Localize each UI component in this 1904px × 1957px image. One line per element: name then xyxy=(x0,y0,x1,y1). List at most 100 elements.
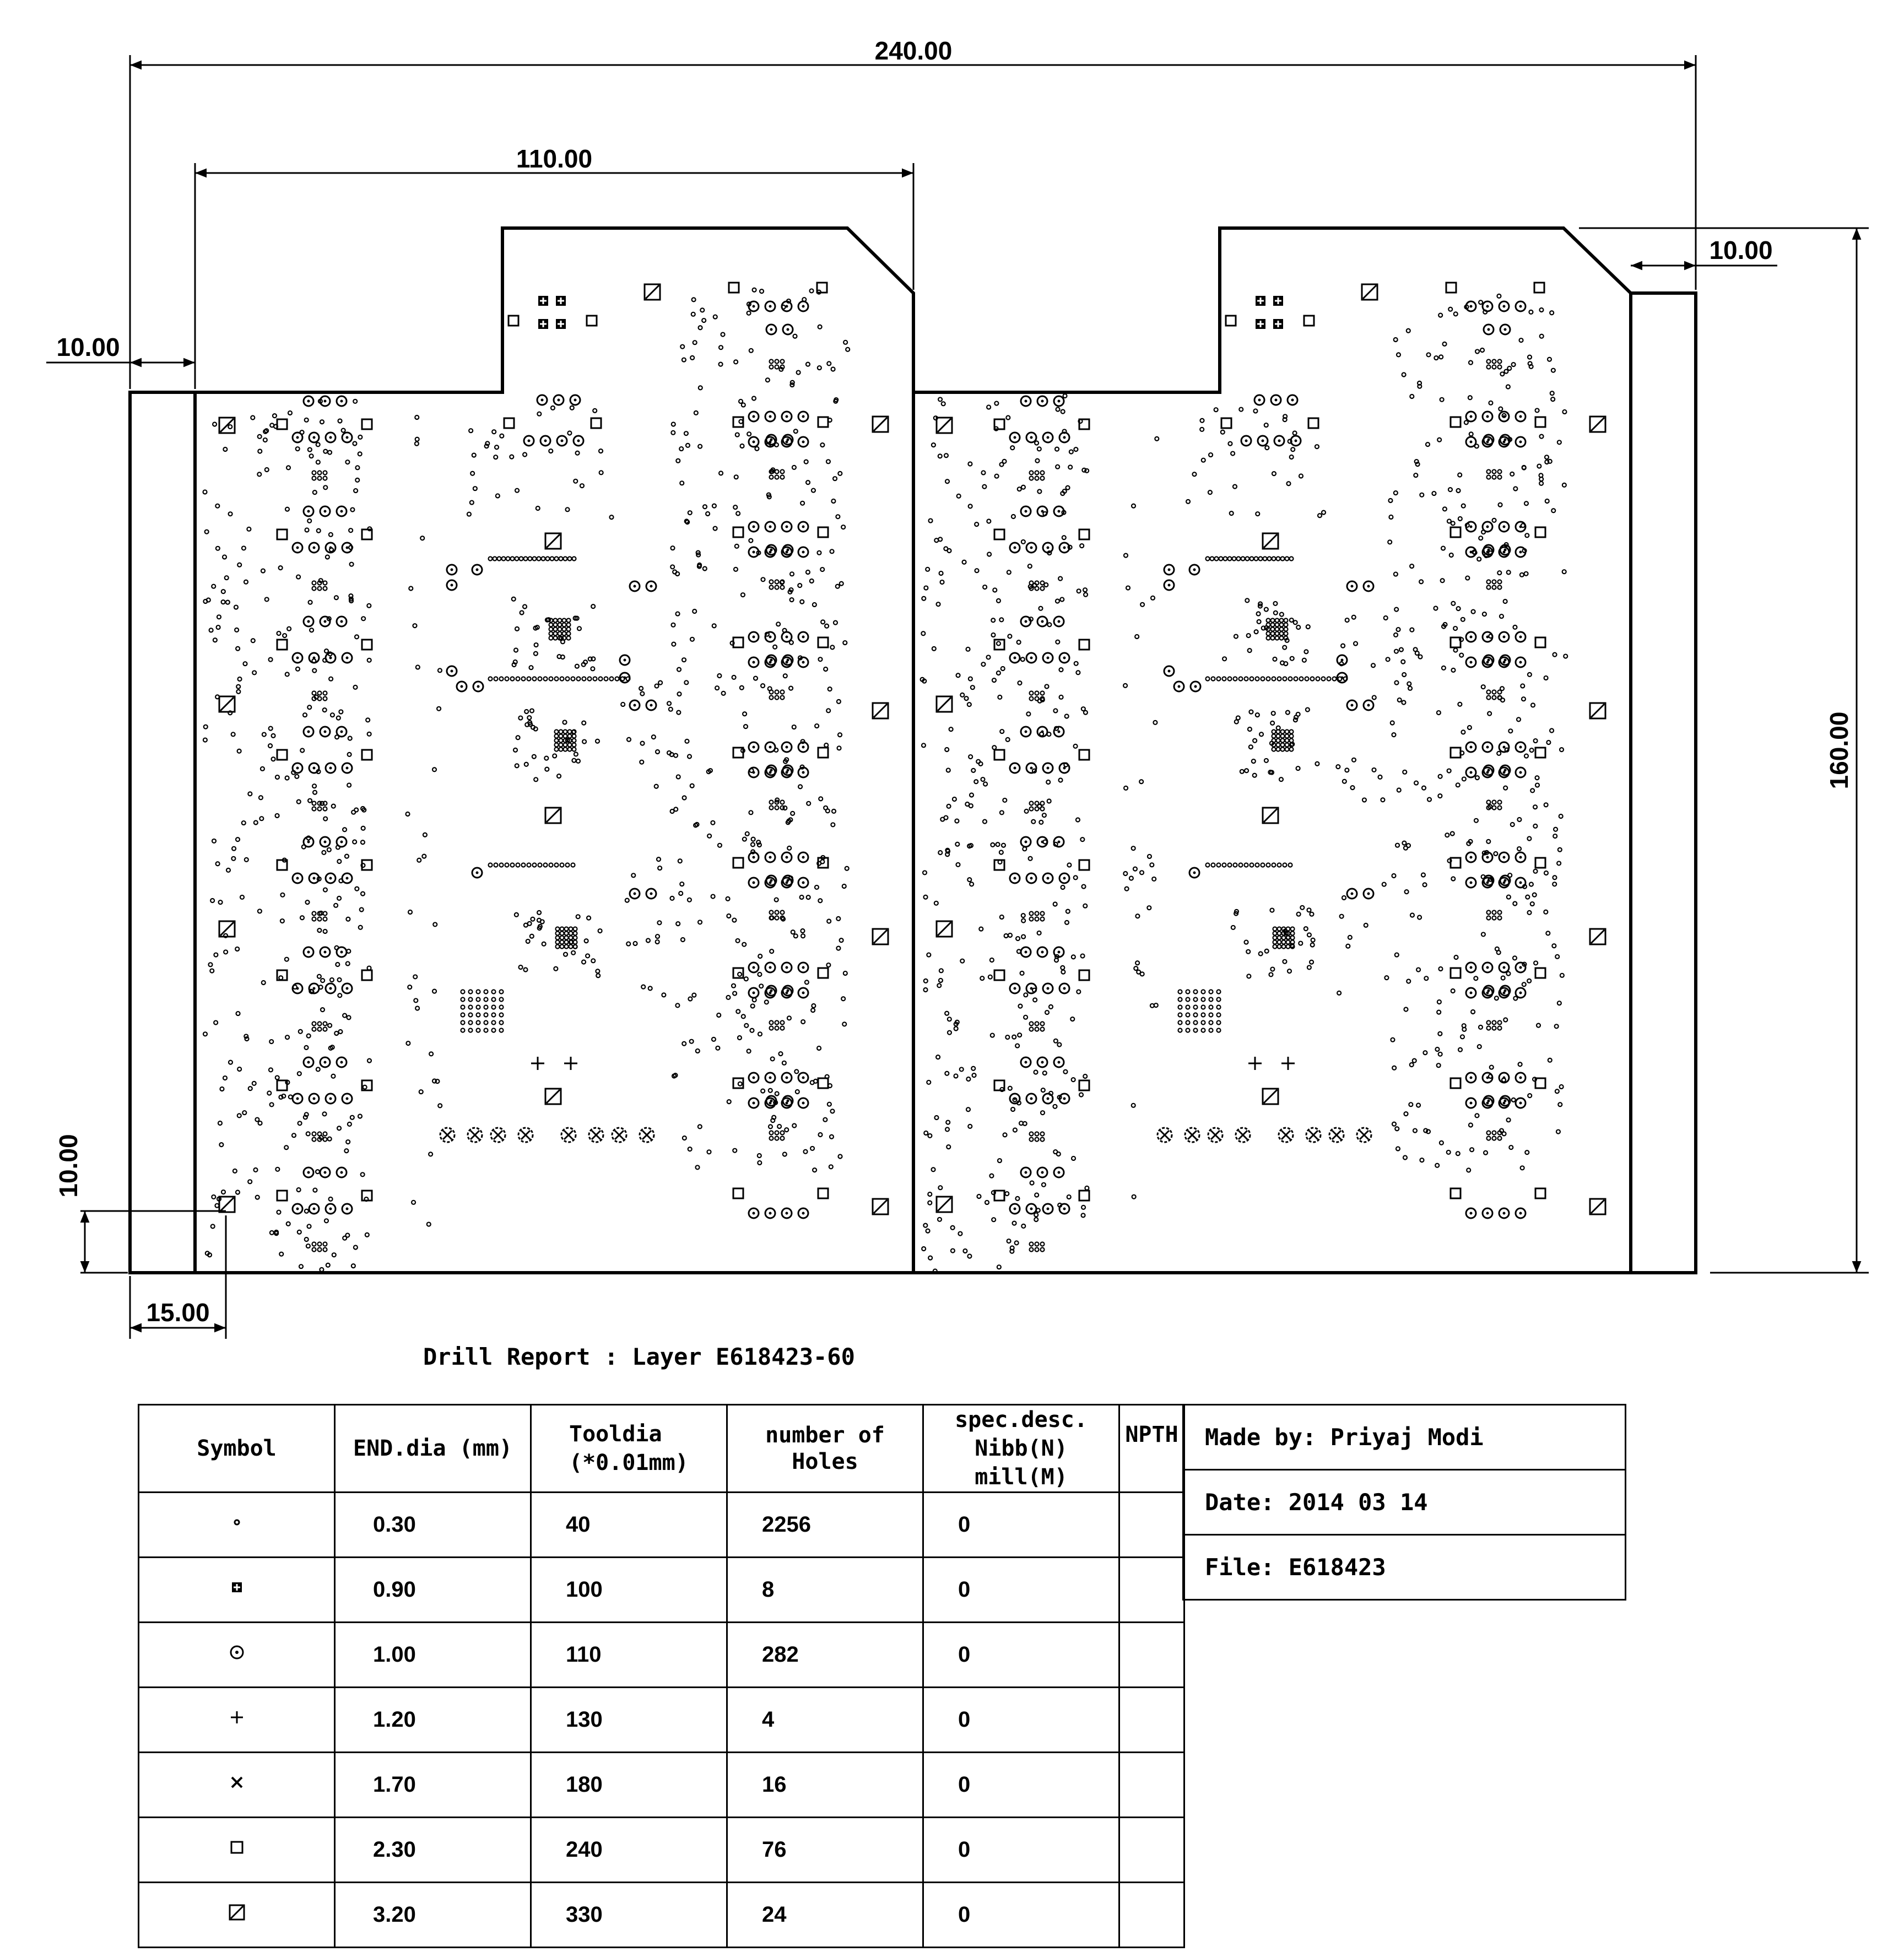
drill-hole-1-00-center xyxy=(1063,877,1066,880)
drill-hole-0-30 xyxy=(1139,870,1145,875)
drill-hole-0-30 xyxy=(552,753,558,759)
drill-hole-0-30 xyxy=(521,676,526,682)
drill-hole-0-30 xyxy=(346,948,351,954)
drill-hole-0-30 xyxy=(1269,740,1275,746)
drill-hole-0-30 xyxy=(1243,768,1250,774)
drill-hole-1-00 xyxy=(302,395,315,407)
drill-hole-0-30 xyxy=(1227,556,1232,561)
drill-hole-0-30 xyxy=(1280,747,1285,752)
drill-hole-0-30 xyxy=(774,695,780,700)
drill-hole-1-00 xyxy=(797,1072,809,1084)
drill-hole-0-30 xyxy=(311,586,317,591)
drill-hole-0-30 xyxy=(1031,819,1036,824)
drill-hole-1-70 xyxy=(439,1127,456,1143)
drill-hole-0-30 xyxy=(1551,943,1557,949)
drill-hole-0-30 xyxy=(609,676,614,682)
drill-hole-0-30 xyxy=(280,892,285,898)
drill-hole-0-30 xyxy=(935,602,941,607)
drill-hole-1-00-center xyxy=(785,745,788,749)
drill-hole-1-00 xyxy=(336,726,348,738)
drill-hole-0-30 xyxy=(592,676,598,682)
drill-hole-0-30 xyxy=(1284,733,1290,739)
drill-hole-0-30 xyxy=(318,985,323,990)
drill-hole-0-30 xyxy=(491,989,496,994)
drill-hole-0-30 xyxy=(796,370,801,375)
drill-hole-0-30 xyxy=(842,1021,847,1027)
drill-hole-0-30 xyxy=(571,738,577,743)
drill-hole-1-00-center xyxy=(1057,510,1061,513)
drill-hole-0-30 xyxy=(1486,1025,1491,1031)
drill-hole-0-30 xyxy=(514,556,520,561)
drill-hole-1-00-center xyxy=(1274,398,1278,402)
drill-hole-0-30 xyxy=(1486,695,1491,700)
drill-hole-0-30 xyxy=(562,747,568,752)
drill-hole-0-30 xyxy=(826,962,831,968)
drill-hole-0-30 xyxy=(1044,1009,1050,1015)
drill-hole-0-30 xyxy=(830,366,836,372)
drill-hole-0-30 xyxy=(788,875,793,881)
drill-hole-1-00 xyxy=(1053,836,1065,848)
drill-hole-0-30 xyxy=(1470,1009,1476,1015)
drill-hole-0-30 xyxy=(967,877,972,883)
drill-hole-1-00-center xyxy=(1046,1097,1050,1100)
drill-hole-0-30 xyxy=(410,1199,416,1205)
drill-hole-2-30 xyxy=(732,967,744,979)
drill-hole-0-30 xyxy=(231,846,237,851)
drill-hole-0-30 xyxy=(1128,875,1134,881)
drill-hole-0-30 xyxy=(842,640,848,646)
drill-hole-0-30 xyxy=(215,545,220,551)
drill-hole-0-30 xyxy=(523,967,528,972)
drill-hole-2-30 xyxy=(1534,1077,1546,1089)
drill-hole-0-30 xyxy=(345,916,351,922)
drill-hole-1-00 xyxy=(1058,872,1070,884)
drill-hole-0-30 xyxy=(1491,474,1497,480)
drill-hole-1-00-center xyxy=(770,1099,773,1102)
drill-hole-0-30 xyxy=(1394,842,1400,848)
drill-hole-1-00-center xyxy=(1041,950,1044,954)
drill-hole-0-30 xyxy=(571,733,577,739)
drill-hole-0-30 xyxy=(788,640,794,645)
drill-hole-0-30 xyxy=(1029,806,1034,812)
drill-hole-1-00-center xyxy=(802,745,805,749)
drill-hole-3-20-slash xyxy=(1263,533,1278,549)
drill-hole-1-00 xyxy=(1042,1093,1054,1105)
drill-hole-0-30 xyxy=(1029,1026,1034,1032)
drill-hole-0-30 xyxy=(1405,843,1411,848)
drill-hole-0-30 xyxy=(1391,732,1397,738)
drill-hole-1-00 xyxy=(1009,982,1021,994)
drill-hole-0-30 xyxy=(999,728,1005,734)
drill-hole-0-30 xyxy=(570,676,576,682)
drill-hole-0-30 xyxy=(780,799,785,805)
drill-hole-3-20-slash xyxy=(873,1199,888,1214)
drill-hole-0-30 xyxy=(747,431,752,437)
drill-hole-0-30 xyxy=(799,894,804,900)
drill-hole-0-30 xyxy=(592,408,598,413)
drill-hole-0-30 xyxy=(787,589,793,595)
drill-hole-0-30 xyxy=(499,1028,504,1033)
drill-hole-1-00-center xyxy=(1519,856,1522,859)
drill-hole-0-30 xyxy=(1449,831,1455,836)
drill-hole-0-30 xyxy=(345,459,350,465)
drill-hole-1-00 xyxy=(1499,323,1511,336)
drill-hole-0-30 xyxy=(1058,777,1063,783)
drill-hole-0-30 xyxy=(475,997,481,1002)
drill-hole-0-30 xyxy=(1068,464,1073,470)
drill-hole-0-30 xyxy=(202,1031,208,1037)
drill-hole-2-30 xyxy=(361,418,373,430)
drill-hole-0-30 xyxy=(352,839,358,845)
drill-hole-1-00-center xyxy=(1041,510,1044,513)
drill-hole-0-30 xyxy=(790,929,796,935)
drill-hole-0-90-plus xyxy=(558,321,564,327)
drill-hole-0-30 xyxy=(1292,620,1298,625)
drill-hole-1-00 xyxy=(536,394,548,406)
drill-hole-0-30 xyxy=(1270,622,1275,628)
drill-hole-0-30 xyxy=(748,538,754,543)
drill-hole-0-30 xyxy=(1446,1149,1451,1155)
drill-hole-1-70-cross xyxy=(1187,1129,1198,1140)
drill-hole-1-00 xyxy=(1020,505,1032,517)
drill-hole-0-30 xyxy=(1486,364,1491,370)
drill-hole-0-30 xyxy=(1504,747,1510,753)
drill-hole-0-30 xyxy=(742,942,747,947)
drill-hole-0-30 xyxy=(1249,676,1254,682)
